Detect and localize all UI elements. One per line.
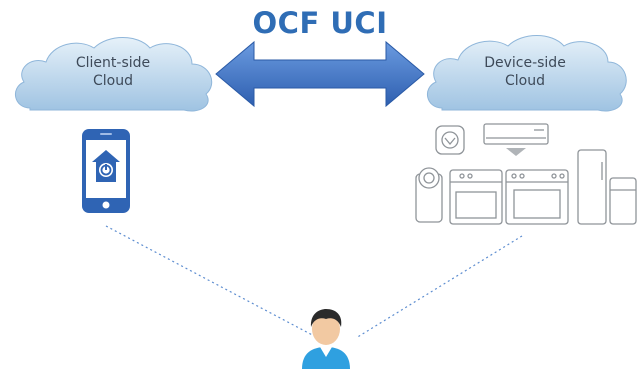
diagram-title: OCF UCI: [252, 6, 388, 40]
user-avatar-icon: [302, 309, 350, 369]
device-side-cloud: [427, 35, 627, 112]
device-cloud-label: Device-side Cloud: [450, 54, 600, 90]
device-cloud-line2: Cloud: [505, 73, 545, 89]
device-cloud-line1: Device-side: [484, 55, 566, 71]
home-appliances-icon: [415, 123, 637, 225]
double-headed-arrow-icon: [215, 40, 425, 108]
client-cloud-label: Client-side Cloud: [38, 54, 188, 90]
client-cloud-line2: Cloud: [93, 73, 133, 89]
smartphone-home-app-icon: [82, 129, 130, 213]
client-side-cloud: [15, 37, 213, 112]
client-cloud-line1: Client-side: [75, 55, 151, 71]
